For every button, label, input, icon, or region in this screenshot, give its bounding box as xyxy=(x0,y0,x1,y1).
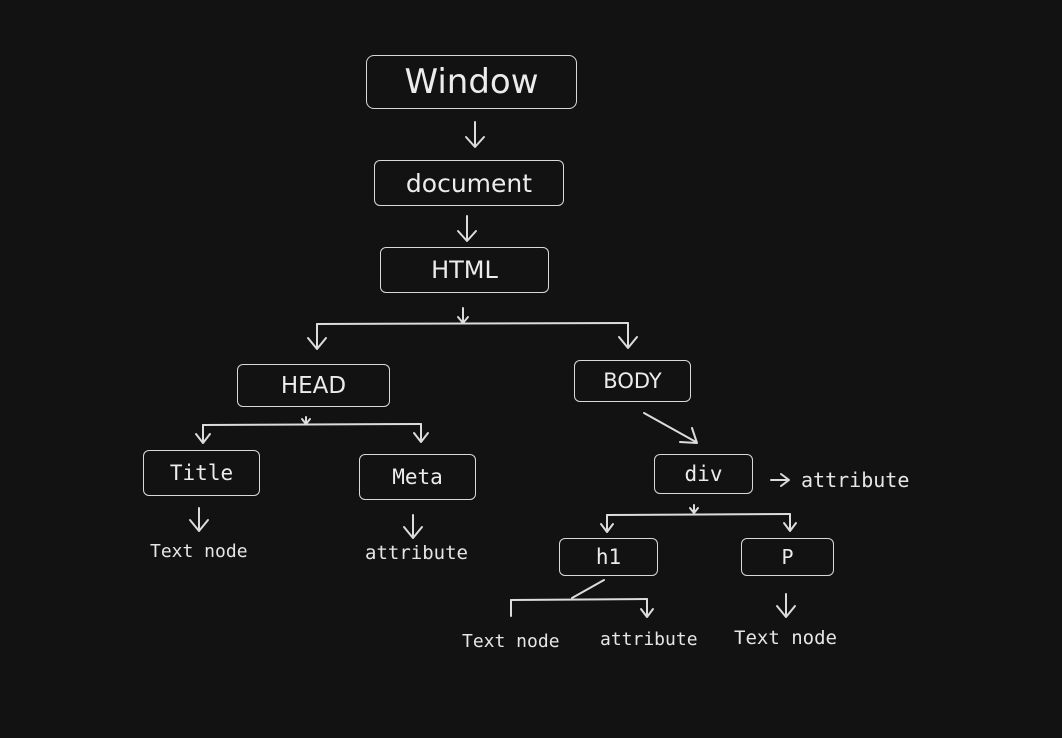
arrow-p-textnode xyxy=(776,593,796,618)
arrow-div-attribute xyxy=(770,473,790,487)
meta-node-label: Meta xyxy=(392,465,443,489)
h1-node: h1 xyxy=(559,538,658,576)
html-node-label: HTML xyxy=(431,256,498,284)
meta-node: Meta xyxy=(359,454,476,500)
meta-attribute-label: attribute xyxy=(365,542,468,564)
arrow-body-div xyxy=(643,412,698,444)
arrow-title-textnode xyxy=(189,507,209,532)
p-text-node-label: Text node xyxy=(734,627,837,649)
title-node: Title xyxy=(143,450,260,496)
p-node-label: P xyxy=(781,545,794,569)
arrow-meta-attribute xyxy=(403,514,423,539)
document-node: document xyxy=(374,160,564,206)
title-node-label: Title xyxy=(169,461,234,485)
body-node-label: BODY xyxy=(603,369,662,393)
div-node-label: div xyxy=(684,462,723,486)
window-node-label: Window xyxy=(404,62,539,102)
body-node: BODY xyxy=(574,360,691,402)
h1-text-node-label: Text node xyxy=(462,631,560,652)
h1-attribute-label: attribute xyxy=(600,629,698,650)
head-node: HEAD xyxy=(237,364,390,407)
window-node: Window xyxy=(366,55,577,109)
bracket-head-children xyxy=(195,416,429,444)
div-node: div xyxy=(654,454,753,494)
html-node: HTML xyxy=(380,247,549,293)
title-text-node-label: Text node xyxy=(150,541,248,562)
div-attribute-label: attribute xyxy=(801,468,910,492)
bracket-h1-children xyxy=(510,579,654,618)
bracket-div-children xyxy=(600,504,797,533)
p-node: P xyxy=(741,538,834,576)
bracket-html-children xyxy=(307,307,638,350)
head-node-label: HEAD xyxy=(280,372,347,399)
arrow-window-document xyxy=(465,121,485,148)
document-node-label: document xyxy=(405,168,533,198)
arrow-document-html xyxy=(457,215,477,242)
h1-node-label: h1 xyxy=(595,545,622,569)
